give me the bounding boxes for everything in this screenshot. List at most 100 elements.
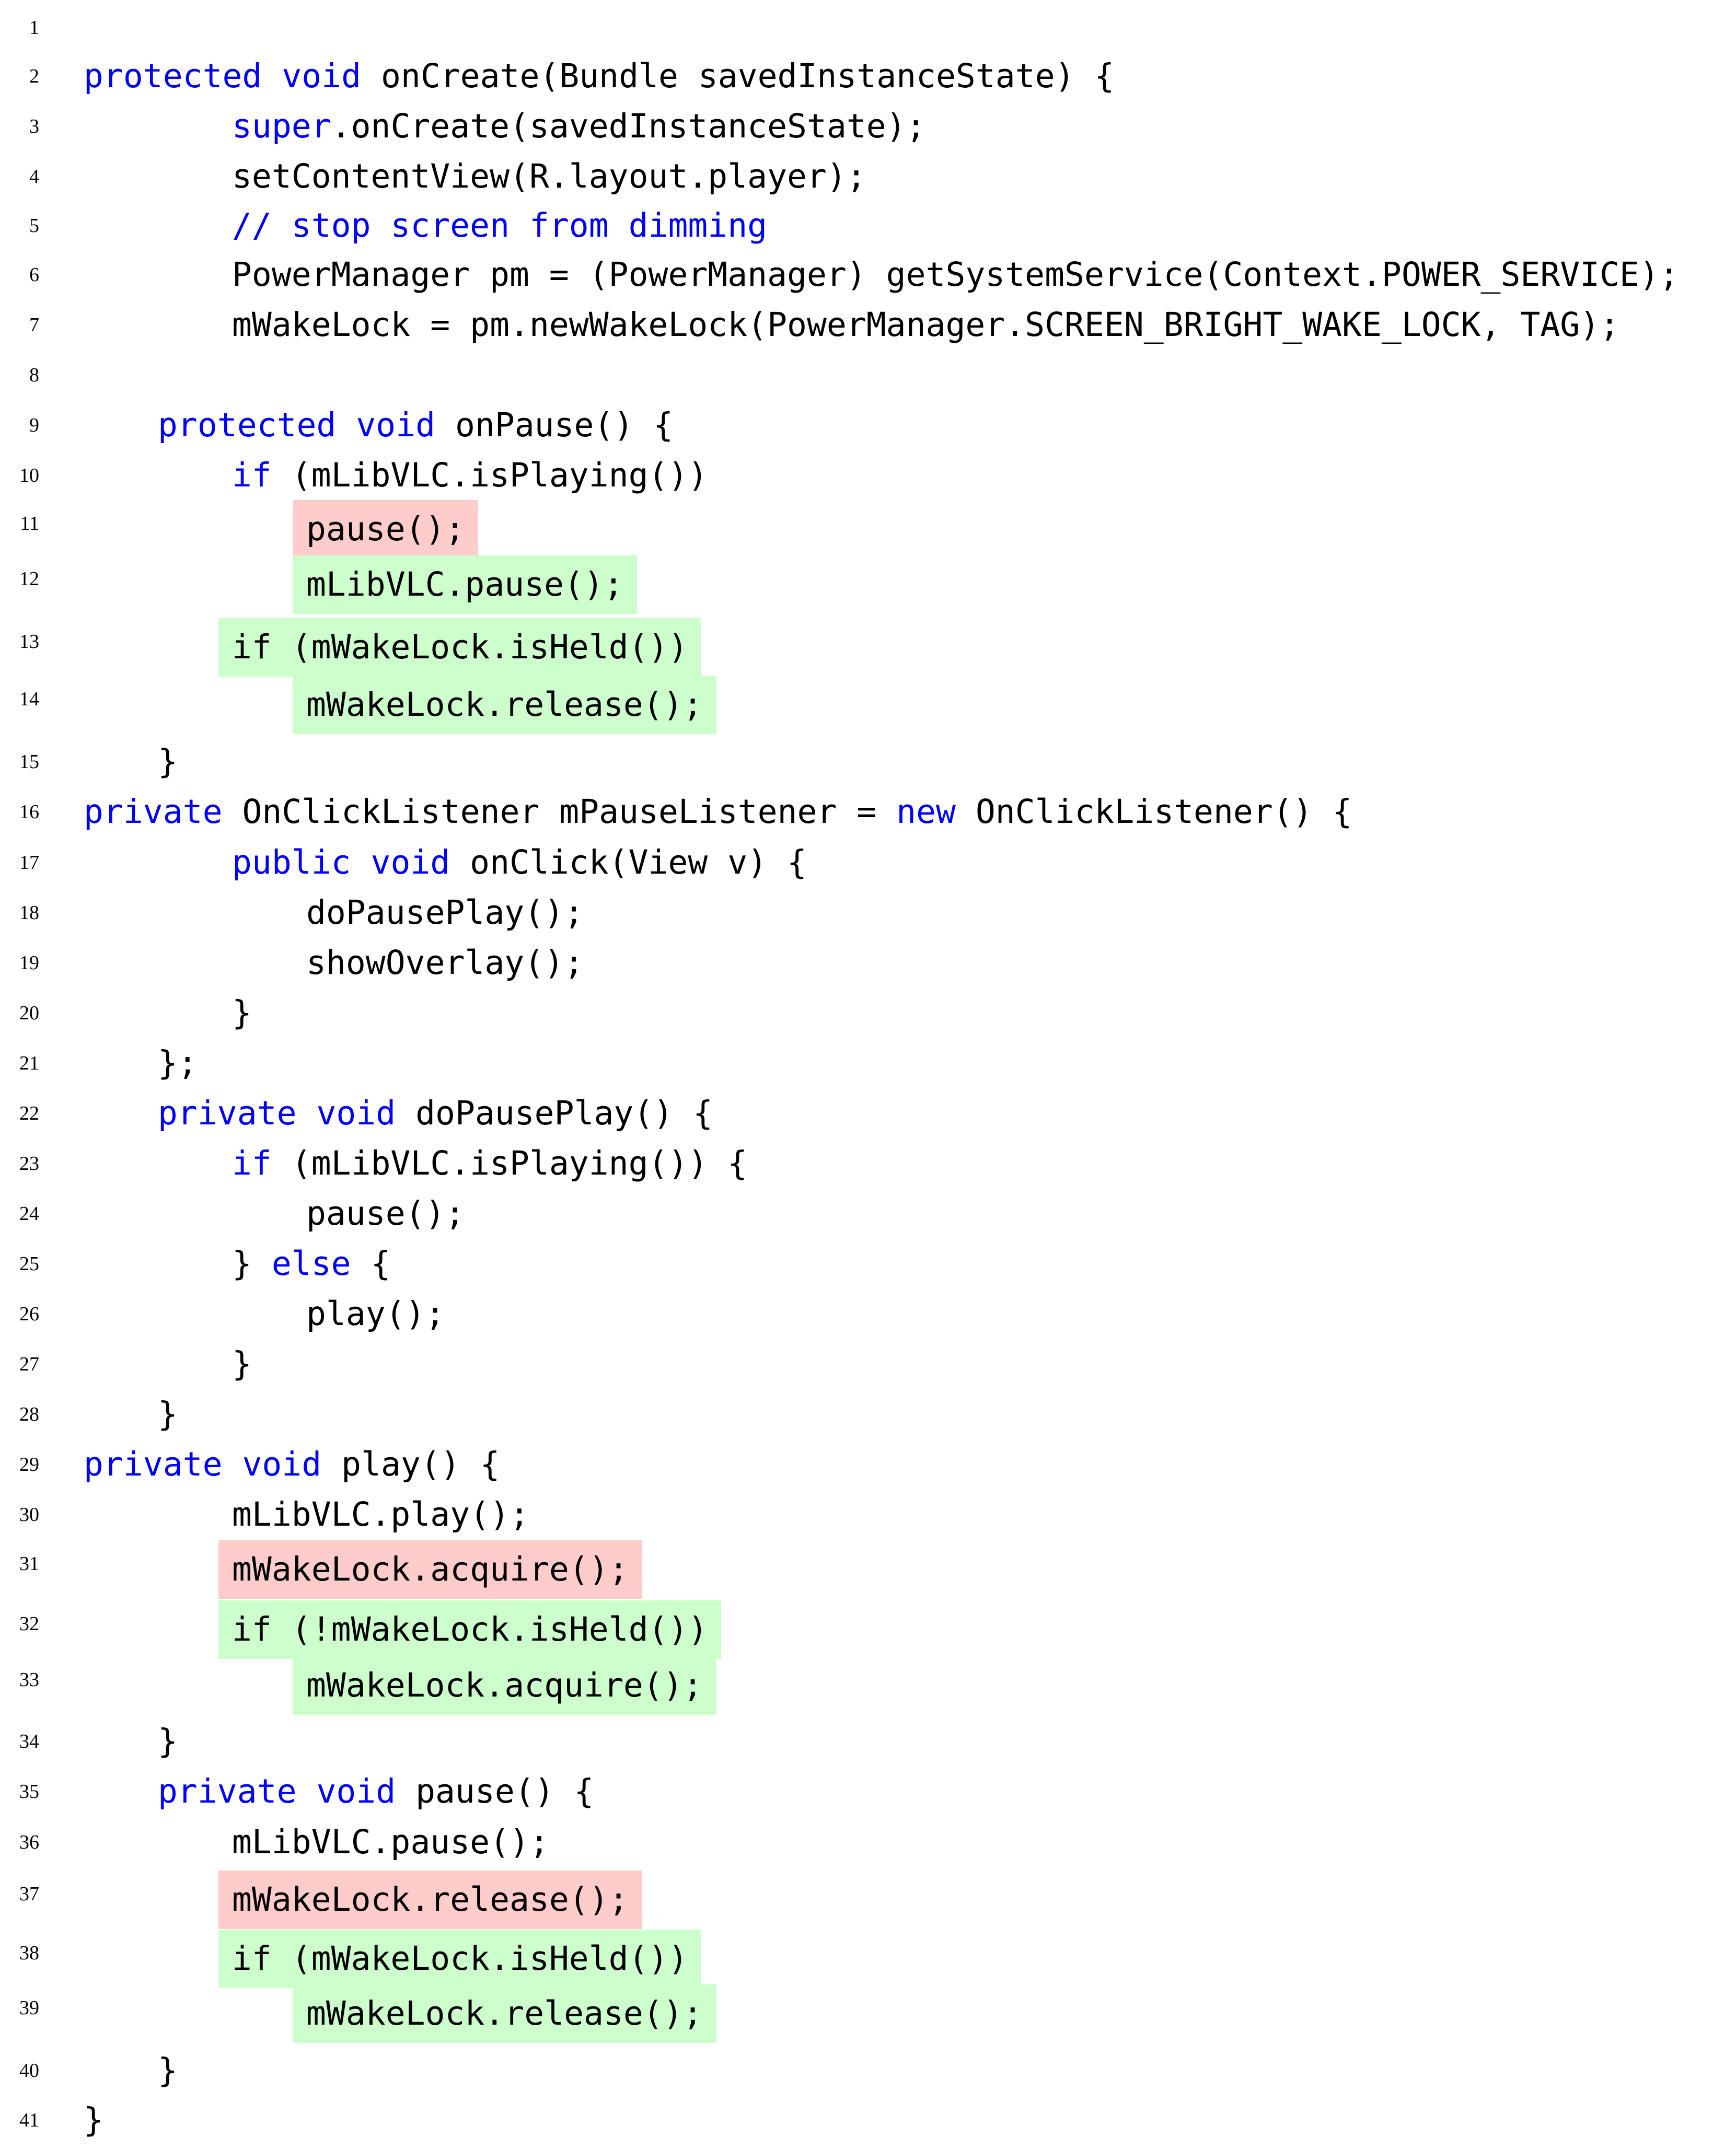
keyword-token: private <box>84 1445 223 1483</box>
line-number: 17 <box>19 852 39 874</box>
line-number: 16 <box>19 801 39 823</box>
code-token: (mLibVLC.isPlaying()) { <box>271 1144 748 1182</box>
code-token: }; <box>158 1044 198 1082</box>
code-text: } <box>158 1716 178 1767</box>
code-line: 8 <box>0 350 1736 400</box>
line-number: 25 <box>19 1253 39 1275</box>
line-number: 20 <box>19 1002 39 1024</box>
code-text: mWakeLock.release(); <box>293 1984 716 2043</box>
code-line: 26 play(); <box>0 1289 1736 1339</box>
keyword-token: new <box>896 793 956 831</box>
code-token: onCreate(Bundle savedInstanceState) { <box>361 57 1115 95</box>
code-token <box>262 57 282 95</box>
code-text: mWakeLock.acquire(); <box>293 1656 716 1715</box>
keyword-token: private <box>84 793 223 831</box>
code-text: super.onCreate(savedInstanceState); <box>232 101 926 152</box>
code-token: pause(); <box>306 510 465 548</box>
code-token: OnClickListener() { <box>955 793 1352 831</box>
code-token: onClick(View v) { <box>450 843 807 881</box>
keyword-token: else <box>271 1245 351 1283</box>
line-number: 35 <box>19 1781 39 1803</box>
code-text: PowerManager pm = (PowerManager) getSyst… <box>232 250 1679 300</box>
code-token: pause(); <box>306 1194 465 1233</box>
code-text: protected void onCreate(Bundle savedInst… <box>84 51 1114 101</box>
code-token: onPause() { <box>435 406 674 444</box>
line-number: 7 <box>29 314 39 336</box>
code-token: mWakeLock.release(); <box>232 1880 629 1919</box>
line-number: 12 <box>19 568 39 590</box>
code-text: mWakeLock = pm.newWakeLock(PowerManager.… <box>232 300 1619 350</box>
code-token: } <box>158 1395 178 1433</box>
code-token: if (mWakeLock.isHeld()) <box>232 628 688 666</box>
code-token <box>297 1094 317 1132</box>
keyword-token: void <box>316 1094 396 1132</box>
keyword-token: public <box>232 843 351 881</box>
code-text: } <box>232 1339 252 1389</box>
code-text: } <box>158 2046 178 2096</box>
line-number: 15 <box>19 751 39 773</box>
code-line: 12 mLibVLC.pause(); <box>0 554 1736 614</box>
code-token: } <box>158 2051 178 2089</box>
code-token: mWakeLock.release(); <box>306 686 703 724</box>
line-number: 18 <box>19 902 39 924</box>
code-line: 1 <box>0 3 1736 53</box>
code-token: if (!mWakeLock.isHeld()) <box>232 1610 708 1648</box>
code-text: mWakeLock.acquire(); <box>218 1540 642 1599</box>
code-token: mWakeLock = pm.newWakeLock(PowerManager.… <box>232 306 1620 344</box>
code-token: } <box>232 994 252 1032</box>
line-number: 30 <box>19 1504 39 1526</box>
code-token: mWakeLock.release(); <box>306 1994 703 2032</box>
line-number: 31 <box>19 1553 39 1575</box>
code-text: if (mWakeLock.isHeld()) <box>218 1930 702 1988</box>
code-token: mLibVLC.pause(); <box>306 565 623 603</box>
code-token: } <box>158 742 178 781</box>
code-text: doPausePlay(); <box>306 888 584 938</box>
line-number: 33 <box>19 1669 39 1691</box>
code-line: 38 if (mWakeLock.isHeld()) <box>0 1928 1736 1988</box>
keyword-token: if <box>232 1144 272 1182</box>
line-number: 38 <box>19 1942 39 1964</box>
code-token: showOverlay(); <box>306 944 584 982</box>
keyword-token: protected <box>158 406 337 444</box>
code-text: pause(); <box>306 1189 465 1239</box>
line-number: 14 <box>19 688 39 710</box>
line-number: 21 <box>19 1052 39 1074</box>
keyword-token: private <box>158 1772 297 1810</box>
line-number: 5 <box>29 215 39 237</box>
line-number: 4 <box>29 166 39 188</box>
code-token: { <box>351 1245 391 1283</box>
code-text: if (!mWakeLock.isHeld()) <box>218 1600 722 1659</box>
line-number: 3 <box>29 115 39 137</box>
line-number: 11 <box>20 513 39 535</box>
code-token: mWakeLock.acquire(); <box>306 1666 703 1704</box>
code-text: } <box>158 1389 178 1439</box>
code-text: if (mLibVLC.isPlaying()) <box>232 450 708 501</box>
code-line: 3 super.onCreate(savedInstanceState); <box>0 101 1736 152</box>
keyword-token: if <box>232 456 272 494</box>
code-line: 21}; <box>0 1038 1736 1088</box>
code-text: } <box>84 2095 103 2145</box>
code-text: private void pause() { <box>158 1767 594 1817</box>
line-number: 26 <box>19 1303 39 1325</box>
line-number: 22 <box>19 1102 39 1124</box>
line-number: 39 <box>19 1997 39 2019</box>
code-text: setContentView(R.layout.player); <box>232 152 866 202</box>
code-line: 18 doPausePlay(); <box>0 888 1736 938</box>
code-text: mLibVLC.play(); <box>232 1490 529 1540</box>
code-line: 20} <box>0 988 1736 1038</box>
line-number: 32 <box>19 1613 39 1635</box>
code-text: } <box>158 737 178 787</box>
code-text: if (mLibVLC.isPlaying()) { <box>232 1139 747 1189</box>
code-line: 27} <box>0 1339 1736 1389</box>
line-number: 29 <box>19 1454 39 1476</box>
line-number: 34 <box>19 1730 39 1752</box>
code-token: play() { <box>321 1445 500 1483</box>
code-text: play(); <box>306 1289 445 1339</box>
